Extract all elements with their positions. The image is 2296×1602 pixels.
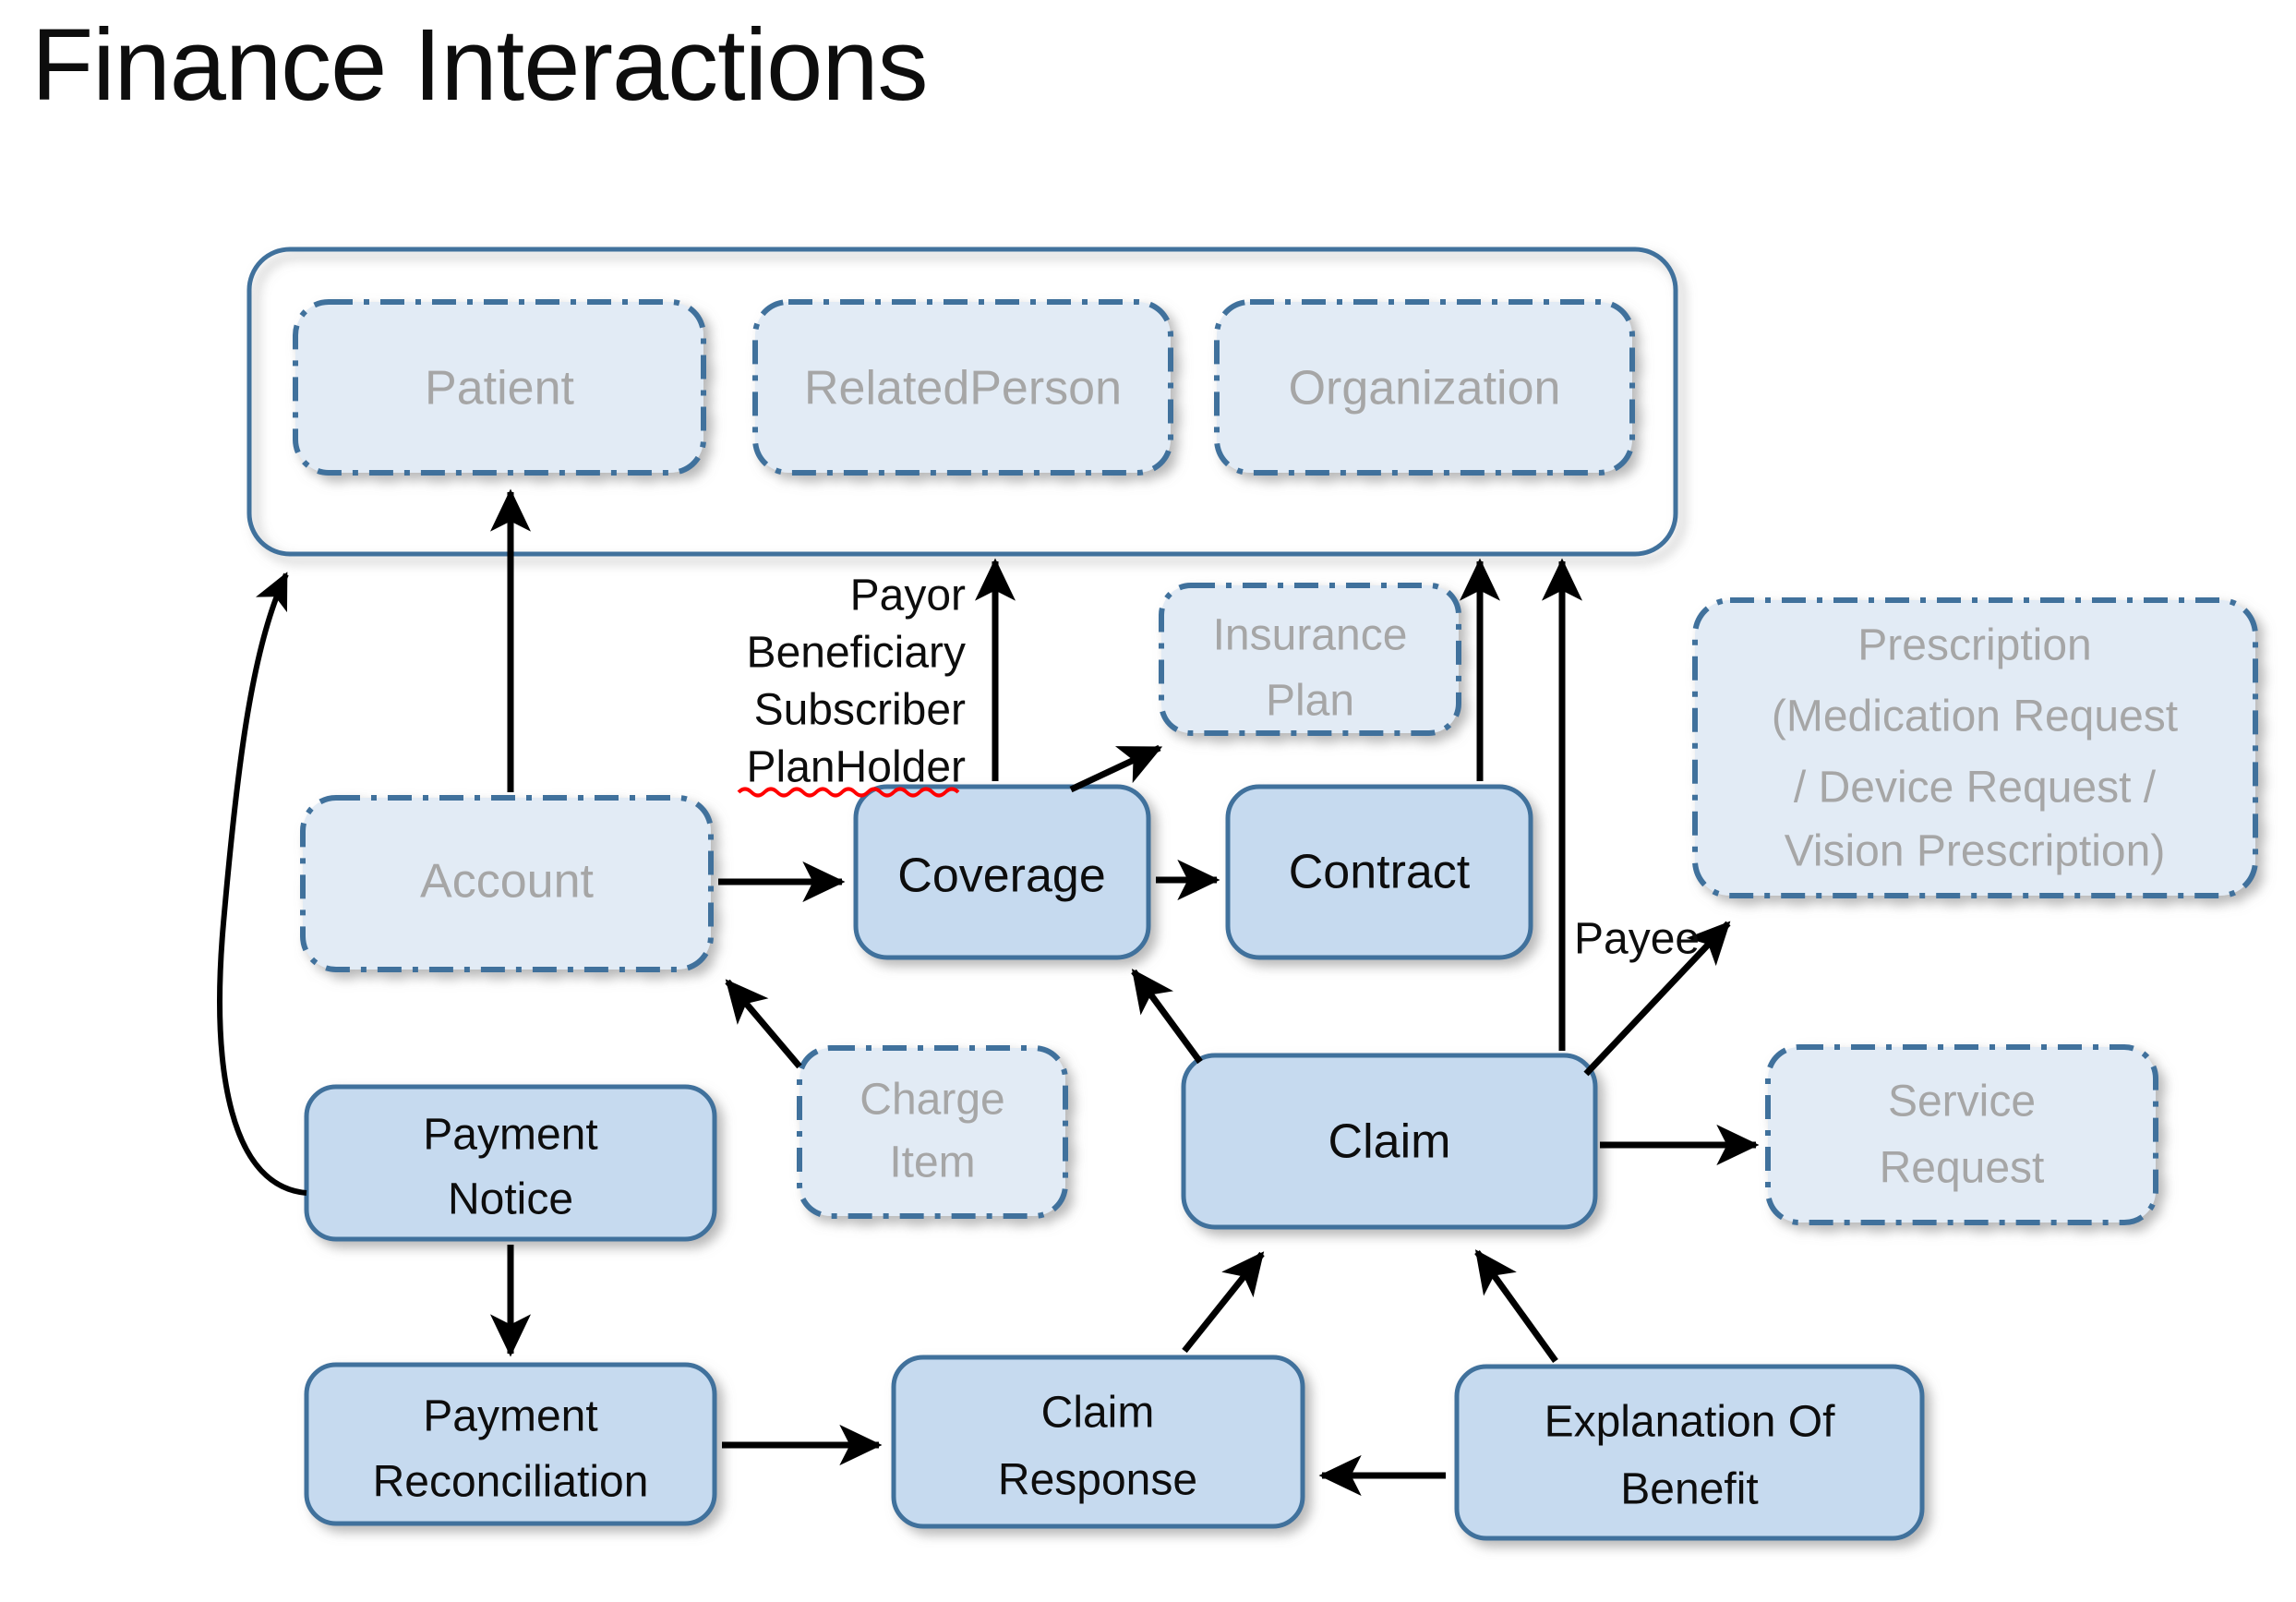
claim-label: Claim [1328, 1115, 1451, 1169]
contract-shape[interactable] [1225, 784, 1533, 960]
node-payment-notice[interactable]: Payment Notice [304, 1084, 717, 1242]
node-claim[interactable]: Claim [1181, 1053, 1598, 1230]
payment-notice-shape[interactable] [304, 1084, 717, 1242]
node-explanation-of-benefit[interactable]: Explanation Of Benefit [1454, 1364, 1925, 1541]
edge-charge-item-to-account [725, 979, 802, 1069]
organization-label: Organization [1289, 362, 1561, 416]
prescription-label-line-3: / Device Request / [1794, 764, 2157, 813]
edge-coverage-to-insurance-plan [1069, 744, 1163, 793]
explanation-of-benefit-shape[interactable] [1454, 1364, 1925, 1541]
edge-explanation-of-benefit-to-claim [1474, 1249, 1558, 1364]
edge-label-coverage-roles: Payor Beneficiary Subscriber PlanHolder [737, 572, 966, 798]
edge-label-payor: Payor [850, 572, 966, 620]
prescription-label-line-1: Prescription [1857, 621, 2091, 670]
node-organization[interactable]: Organization [1214, 299, 1635, 476]
node-service-request[interactable]: Service Request [1765, 1044, 2158, 1225]
claim-shape[interactable] [1181, 1053, 1598, 1230]
organization-shape[interactable] [1214, 299, 1635, 476]
actors-group-border [246, 247, 1678, 557]
edge-label-beneficiary: Beneficiary [747, 629, 966, 678]
node-patient[interactable]: Patient [293, 299, 706, 476]
edge-payment-notice-to-actors-group [217, 572, 307, 1196]
actors-group: Patient RelatedPerson Organization [246, 247, 1678, 557]
edge-claim-response-to-claim [1182, 1251, 1265, 1354]
node-account[interactable]: Account [300, 795, 714, 972]
node-charge-item[interactable]: Charge Item [797, 1045, 1068, 1219]
coverage-shape[interactable] [853, 784, 1151, 960]
payment-notice-label-line-1: Payment [423, 1111, 597, 1160]
planholder-spellcheck-underline [737, 787, 960, 798]
insurance-plan-label-line-2: Plan [1266, 677, 1354, 726]
insurance-plan-label-line-1: Insurance [1213, 611, 1408, 660]
related-person-label: RelatedPerson [804, 362, 1122, 416]
node-related-person[interactable]: RelatedPerson [752, 299, 1173, 476]
claim-response-label-line-2: Response [998, 1456, 1197, 1505]
node-insurance-plan[interactable]: Insurance Plan [1159, 583, 1461, 736]
node-contract[interactable]: Contract [1225, 784, 1533, 960]
payment-reconciliation-shape[interactable] [304, 1362, 717, 1526]
related-person-shape[interactable] [752, 299, 1173, 476]
contract-label: Contract [1289, 846, 1471, 899]
edge-claim-to-coverage [1131, 969, 1203, 1065]
edge-label-payee: Payee [1574, 915, 1700, 964]
edge-label-planholder: PlanHolder [747, 743, 966, 792]
edge-claim-to-prescription [1583, 921, 1731, 1077]
coverage-label: Coverage [897, 849, 1105, 903]
account-shape[interactable] [300, 795, 714, 972]
prescription-shape[interactable] [1692, 597, 2258, 898]
payment-reconciliation-label-line-2: Reconciliation [373, 1458, 649, 1507]
service-request-shape[interactable] [1765, 1044, 2158, 1225]
explanation-of-benefit-label-line-2: Benefit [1620, 1465, 1758, 1514]
payment-reconciliation-label-line-1: Payment [423, 1392, 597, 1441]
node-coverage[interactable]: Coverage [853, 784, 1151, 960]
payment-notice-label-line-2: Notice [448, 1175, 573, 1224]
page-title: Finance Interactions [31, 8, 929, 122]
service-request-label-line-1: Service [1888, 1078, 2036, 1126]
prescription-label-line-2: (Medication Request [1772, 693, 2178, 741]
node-claim-response[interactable]: Claim Response [891, 1355, 1305, 1529]
claim-response-shape[interactable] [891, 1355, 1305, 1529]
insurance-plan-shape[interactable] [1159, 583, 1461, 736]
claim-response-label-line-1: Claim [1041, 1389, 1155, 1438]
charge-item-shape[interactable] [797, 1045, 1068, 1219]
service-request-label-line-2: Request [1880, 1144, 2045, 1193]
patient-shape[interactable] [293, 299, 706, 476]
account-label: Account [420, 855, 594, 909]
explanation-of-benefit-label-line-1: Explanation Of [1545, 1398, 1836, 1447]
charge-item-label-line-2: Item [889, 1138, 975, 1187]
prescription-label-line-4: Vision Prescription) [1785, 827, 2166, 876]
node-prescription[interactable]: Prescription (Medication Request / Devic… [1692, 597, 2258, 898]
edge-label-subscriber: Subscriber [754, 686, 966, 735]
charge-item-label-line-1: Charge [859, 1076, 1004, 1125]
node-payment-reconciliation[interactable]: Payment Reconciliation [304, 1362, 717, 1526]
patient-label: Patient [425, 362, 574, 416]
